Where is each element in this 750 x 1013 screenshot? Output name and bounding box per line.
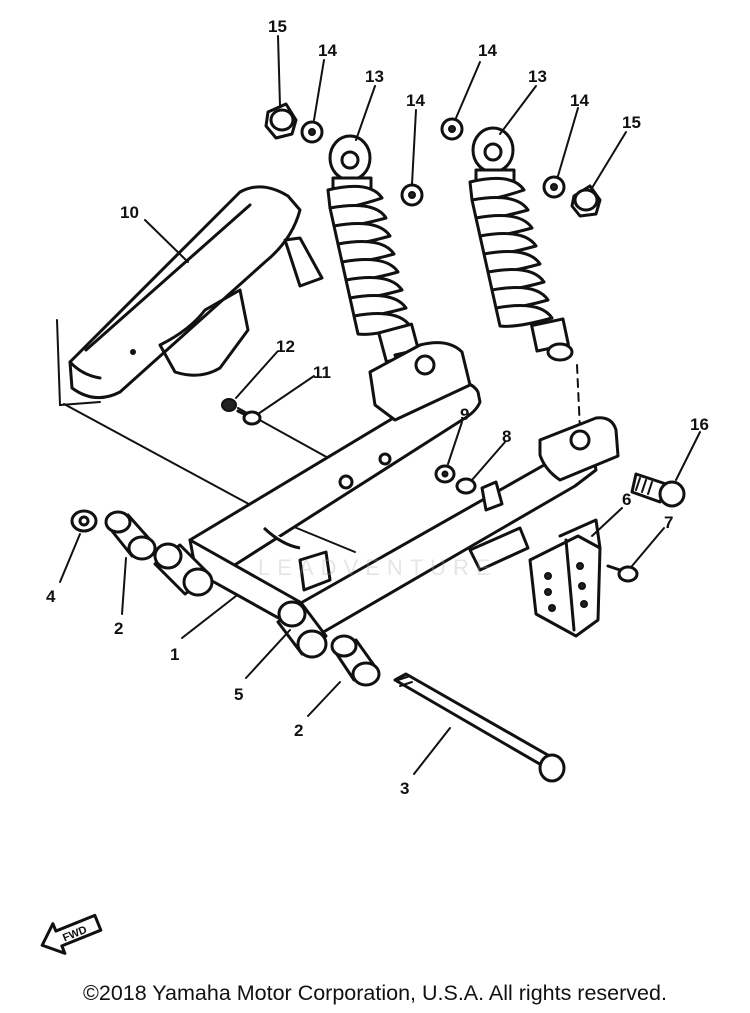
callout-14-top-right: 14 xyxy=(478,41,497,60)
bracket-bolt xyxy=(606,564,639,583)
washer-14-top-right xyxy=(440,117,464,141)
washer-14-mid-right xyxy=(542,175,566,199)
callout-7: 7 xyxy=(664,513,673,532)
callout-3: 3 xyxy=(400,779,409,798)
callout-4: 4 xyxy=(46,587,56,606)
callout-10: 10 xyxy=(120,203,139,222)
washer-8 xyxy=(455,477,477,495)
callout-2-right: 2 xyxy=(294,721,303,740)
copyright-footer: ©2018 Yamaha Motor Corporation, U.S.A. A… xyxy=(83,981,667,1005)
pivot-nut xyxy=(70,509,98,533)
callout-16: 16 xyxy=(690,415,709,434)
callout-6: 6 xyxy=(622,490,631,509)
front-direction-arrow: FWD xyxy=(40,913,103,955)
leader-lines xyxy=(59,35,701,775)
callout-14-mid-left: 14 xyxy=(406,91,425,110)
callout-14-top-left: 14 xyxy=(318,41,337,60)
nut-12 xyxy=(221,398,237,412)
bracket-plate xyxy=(528,518,602,638)
pivot-collar-right xyxy=(276,600,328,659)
callout-5: 5 xyxy=(234,685,243,704)
left-shock-absorber xyxy=(326,134,450,384)
right-shock-absorber xyxy=(468,126,574,362)
callout-15-right: 15 xyxy=(622,113,641,132)
callout-14-mid-right: 14 xyxy=(570,91,589,110)
callout-8: 8 xyxy=(502,427,511,446)
callout-1: 1 xyxy=(170,645,179,664)
cap-nut-15-right xyxy=(570,184,602,218)
bolt-11 xyxy=(236,409,262,426)
callout-12: 12 xyxy=(276,337,295,356)
cap-nut-15-left xyxy=(264,102,298,140)
shock-mount-bolt xyxy=(630,472,686,508)
callout-labels: 15 14 13 14 14 13 14 15 10 12 11 9 8 16 … xyxy=(46,17,709,798)
chain-case xyxy=(56,185,324,407)
pivot-collar-left xyxy=(153,542,214,597)
callout-9: 9 xyxy=(460,405,469,424)
callout-2-left: 2 xyxy=(114,619,123,638)
washer-14-top-left xyxy=(300,120,324,144)
watermark: LEADVENTURE xyxy=(258,555,498,580)
bushing-right xyxy=(330,634,381,687)
washer-14-mid-left xyxy=(400,183,424,207)
pivot-shaft xyxy=(393,672,566,783)
callout-13-right: 13 xyxy=(528,67,547,86)
bushing-left xyxy=(104,510,157,561)
callout-13-left: 13 xyxy=(365,67,384,86)
callout-15-left: 15 xyxy=(268,17,287,36)
callout-11: 11 xyxy=(313,363,331,382)
nut-9 xyxy=(434,464,456,484)
